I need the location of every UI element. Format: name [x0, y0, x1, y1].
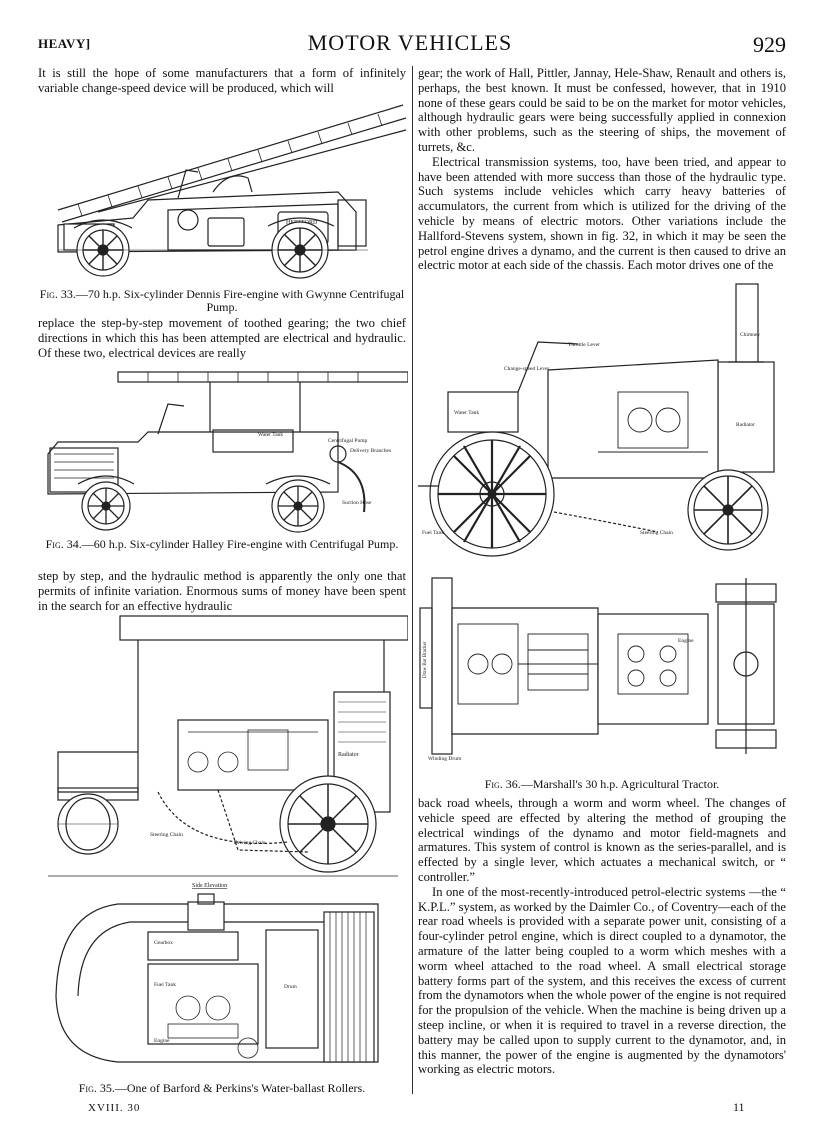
label-gearbox: Gearbox — [154, 940, 173, 946]
label-engine: Engine — [678, 638, 694, 644]
figure-35-caption-text: —One of Barford & Perkins's Water-ballas… — [114, 1081, 366, 1095]
signature-mark: XVIII. 30 — [88, 1102, 141, 1114]
left-paragraph-middle: replace the step-by-step movement of too… — [38, 316, 406, 360]
label-delivery-branches: Delivery Branches — [350, 448, 391, 454]
label-suction-hose: Suction Hose — [342, 500, 372, 506]
label-driving-chain: Driving Chain — [234, 840, 266, 846]
figure-36-caption: Fig. 36.—Marshall's 30 h.p. Agricultural… — [418, 778, 786, 791]
figure-36-tractor-plan-view: Draw Bar Bracket Engine Winding Drum — [418, 574, 786, 770]
figure-34-caption-text: —60 h.p. Six-cylinder Halley Fire-engine… — [81, 537, 399, 551]
figure-33-label: Fig. 33. — [39, 287, 76, 301]
rear-wheel — [271, 479, 325, 533]
front-wheel — [687, 469, 769, 551]
paragraph-text: replace the step-by-step movement of too… — [38, 316, 406, 360]
figure-35-label: Fig. 35. — [78, 1081, 115, 1095]
label-centrifugal-pump: Centrifugal Pump — [328, 437, 368, 444]
paragraph-text: It is still the hope of some manufacture… — [38, 66, 406, 95]
label-radiator: Radiator — [736, 422, 755, 428]
column-divider — [412, 66, 413, 1094]
label-change-speed-lever: Change-speed Lever — [504, 366, 550, 372]
paragraph-text: Electrical transmission systems, too, ha… — [418, 154, 786, 273]
paragraph-text: step by step, and the hydraulic method i… — [38, 569, 406, 613]
left-paragraph-top: It is still the hope of some manufacture… — [38, 66, 406, 96]
label-steering-chain: Steering Chain — [150, 832, 183, 838]
ladder-drawing — [57, 104, 407, 223]
figure-33-dennis-fire-engine: HERTFORD FIRE BRIGADE — [38, 100, 408, 282]
label-engine: Engine — [154, 1038, 170, 1044]
figure-36-label: Fig. 36. — [484, 777, 521, 791]
paragraph-text: back road wheels, through a worm and wor… — [418, 796, 786, 884]
rear-drive-wheel — [429, 431, 555, 557]
label-water-tank: Water Tank — [454, 410, 479, 416]
figure-35-water-ballast-roller: Radiator Steerin — [38, 612, 408, 1078]
left-paragraph-lower: step by step, and the hydraulic method i… — [38, 569, 406, 613]
running-head-section: HEAVY] — [38, 36, 91, 51]
figure-34-caption: Fig. 34.—60 h.p. Six-cylinder Halley Fir… — [38, 538, 406, 551]
label-fuel-tank: Fuel Tank — [422, 530, 444, 536]
label-side-elevation: Side Elevation — [192, 883, 227, 889]
paragraph-text: gear; the work of Hall, Pittler, Jannay,… — [418, 66, 786, 154]
front-wheel — [81, 481, 131, 531]
label-draw-bar-bracket: Draw Bar Bracket — [423, 641, 428, 678]
label-drum: Drum — [284, 984, 298, 990]
figure-33-caption-text: —70 h.p. Six-cylinder Dennis Fire-engine… — [75, 287, 405, 314]
label-fuel-tank: Fuel Tank — [154, 982, 176, 988]
label-throttle-lever: Throttle Lever — [568, 342, 600, 348]
page-number: 929 — [753, 32, 786, 57]
signature-number: 11 — [733, 1100, 745, 1114]
figure-34-label: Fig. 34. — [45, 537, 82, 551]
label-winding-drum: Winding Drum — [428, 756, 462, 762]
right-paragraph-2: back road wheels, through a worm and wor… — [418, 796, 786, 1077]
label-water-tank: Water Tank — [258, 432, 283, 438]
figure-36-caption-text: —Marshall's 30 h.p. Agricultural Tractor… — [520, 777, 720, 791]
right-paragraph-1: gear; the work of Hall, Pittler, Jannay,… — [418, 66, 786, 273]
label-radiator: Radiator — [338, 752, 359, 758]
label-steering-chain: Steering Chain — [640, 530, 673, 536]
running-title: MOTOR VEHICLES — [307, 30, 513, 55]
paragraph-text: In one of the most-recently-introduced p… — [418, 884, 786, 1077]
figure-36-tractor-side-view: Chimney Radiator Water Tank Throttle Lev… — [418, 282, 786, 562]
figure-33-caption: Fig. 33.—70 h.p. Six-cylinder Dennis Fir… — [38, 288, 406, 314]
figure-35-caption: Fig. 35.—One of Barford & Perkins's Wate… — [38, 1082, 406, 1095]
figure-34-halley-fire-engine: Water Tank Centrifugal Pump Delivery Bra… — [38, 364, 408, 534]
label-chimney: Chimney — [740, 332, 760, 338]
